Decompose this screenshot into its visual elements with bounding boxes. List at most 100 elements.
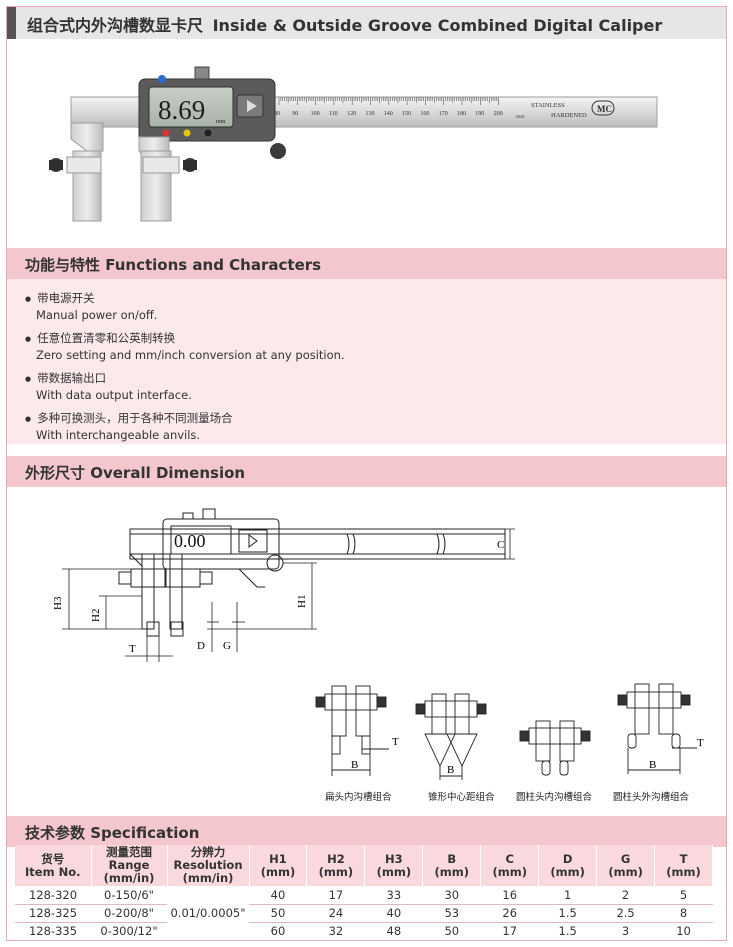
cell-range: 0-200/8" (91, 904, 167, 923)
hero-scale-label: 190 (475, 111, 484, 117)
anvil1-label-t: T (392, 736, 399, 748)
cell-g: 2 (596, 886, 655, 905)
page-frame: 组合式内外沟槽数显卡尺 Inside & Outside Groove Comb… (6, 6, 727, 941)
cell-c: 16 (480, 886, 539, 905)
cell-b: 30 (422, 886, 481, 905)
cell-h1: 60 (249, 922, 307, 941)
page-title-en: Inside & Outside Groove Combined Digital… (212, 16, 663, 35)
feature-cn: 带数据输出口 (25, 371, 106, 385)
hero-scale-label: 120 (347, 111, 356, 117)
feature-item: 任意位置清零和公英制转换 Zero setting and mm/inch co… (25, 331, 345, 363)
anvil-caption: 圆柱头内沟槽组合 (516, 791, 593, 803)
thumb-roller (270, 143, 286, 159)
dimension-header-text: 外形尺寸 Overall Dimension (25, 464, 246, 482)
hero-scale-label: 100 (311, 111, 320, 117)
lcd-unit: mm (216, 119, 226, 125)
spec-header: 技术参数 Specification (7, 816, 726, 847)
feature-cn: 多种可换测头，用于各种不同测量场合 (25, 411, 233, 425)
feature-en: With data output interface. (36, 388, 192, 402)
hero-scale-label: 170 (439, 111, 448, 117)
cell-h1: 40 (249, 886, 307, 905)
cell-h3: 40 (364, 904, 423, 923)
spec-col-b: B(mm) (422, 845, 482, 886)
table-row: 128-335 0-300/12" 60 32 48 50 17 1.5 3 1… (15, 922, 713, 941)
spec-col-h1: H1(mm) (249, 845, 308, 886)
table-row: 128-320 0-150/6" 0.01/0.0005" 40 17 33 3… (15, 886, 713, 941)
cell-item: 128-320 (15, 886, 91, 905)
cell-range: 0-300/12" (91, 922, 167, 941)
table-row: 128-325 0-200/8" 50 24 40 53 26 1.5 2.5 … (15, 904, 713, 923)
feature-en: Manual power on/off. (36, 308, 158, 322)
spec-col-c: C(mm) (480, 845, 540, 886)
stainless-label: STAINLESS (531, 102, 565, 109)
feature-item: 带数据输出口 With data output interface. (25, 371, 192, 403)
page-title: 组合式内外沟槽数显卡尺 Inside & Outside Groove Comb… (27, 12, 662, 36)
lcd-reading: 8.69 (158, 95, 205, 125)
cell-range: 0-150/6" (91, 886, 167, 905)
origin-button (204, 129, 212, 137)
cell-g: 2.5 (596, 904, 655, 923)
hardened-label: HARDENED (551, 112, 587, 119)
feature-item: 带电源开关 Manual power on/off. (25, 291, 157, 323)
cell-h1: 50 (249, 904, 307, 923)
dimension-header: 外形尺寸 Overall Dimension (7, 456, 726, 487)
cell-h2: 17 (306, 886, 365, 905)
power-button (158, 75, 166, 83)
spec-col-t: T(mm) (654, 845, 713, 886)
cell-h2: 24 (306, 904, 365, 923)
cell-c: 17 (480, 922, 539, 941)
unit-button (183, 129, 191, 137)
feature-en: With interchangeable anvils. (36, 428, 201, 442)
cell-g: 3 (596, 922, 655, 941)
cell-t: 5 (654, 886, 713, 905)
hero-scale-label: 110 (329, 111, 338, 117)
dimension-drawing: 0.00 (7, 494, 726, 812)
anvil2-label-b: B (447, 764, 454, 776)
hero-scale-label: 200 (494, 111, 503, 117)
hero-scale-label: 130 (366, 111, 375, 117)
dim-label-c: C (497, 539, 504, 551)
cell-h3: 33 (364, 886, 423, 905)
drawing-lcd-reading: 0.00 (174, 531, 206, 551)
cell-h3: 48 (364, 922, 423, 941)
functions-list: 带电源开关 Manual power on/off. 任意位置清零和公英制转换 … (7, 279, 726, 444)
feature-cn: 任意位置清零和公英制转换 (25, 331, 175, 345)
spec-col-h3: H3(mm) (364, 845, 424, 886)
dim-label-h3: H3 (52, 596, 64, 610)
spec-col-d: D(mm) (538, 845, 598, 886)
hero-scale-label: 80 (274, 111, 280, 117)
feature-cn: 带电源开关 (25, 291, 95, 305)
cell-b: 53 (422, 904, 481, 923)
hero-scale-label: 140 (384, 111, 393, 117)
hero-scale-label: 150 (402, 111, 411, 117)
cell-t: 8 (654, 904, 713, 923)
anvil4-label-t: T (697, 737, 704, 749)
cell-d: 1 (538, 886, 597, 905)
anvil-caption: 扁头内沟槽组合 (325, 791, 392, 803)
functions-header-text: 功能与特性 Functions and Characters (25, 256, 322, 274)
anvil1-label-b: B (351, 759, 358, 771)
hero-scale-label: 160 (420, 111, 429, 117)
cell-item: 128-335 (15, 922, 91, 941)
cell-h2: 32 (306, 922, 365, 941)
cell-d: 1.5 (538, 922, 597, 941)
brand-logo (591, 100, 615, 116)
anvil-caption: 圆柱头外沟槽组合 (613, 791, 690, 803)
lcd-screen (148, 86, 234, 128)
cell-item: 128-325 (15, 904, 91, 923)
cell-resolution: 0.01/0.0005" (167, 886, 249, 941)
dim-label-t: T (129, 643, 136, 655)
dim-label-d: D (197, 640, 205, 652)
spec-col-h2: H2(mm) (306, 845, 366, 886)
dim-label-g: G (223, 640, 231, 652)
feature-item: 多种可换测头，用于各种不同测量场合 With interchangeable a… (25, 411, 233, 443)
anvil-caption: 锥形中心距组合 (428, 791, 495, 803)
